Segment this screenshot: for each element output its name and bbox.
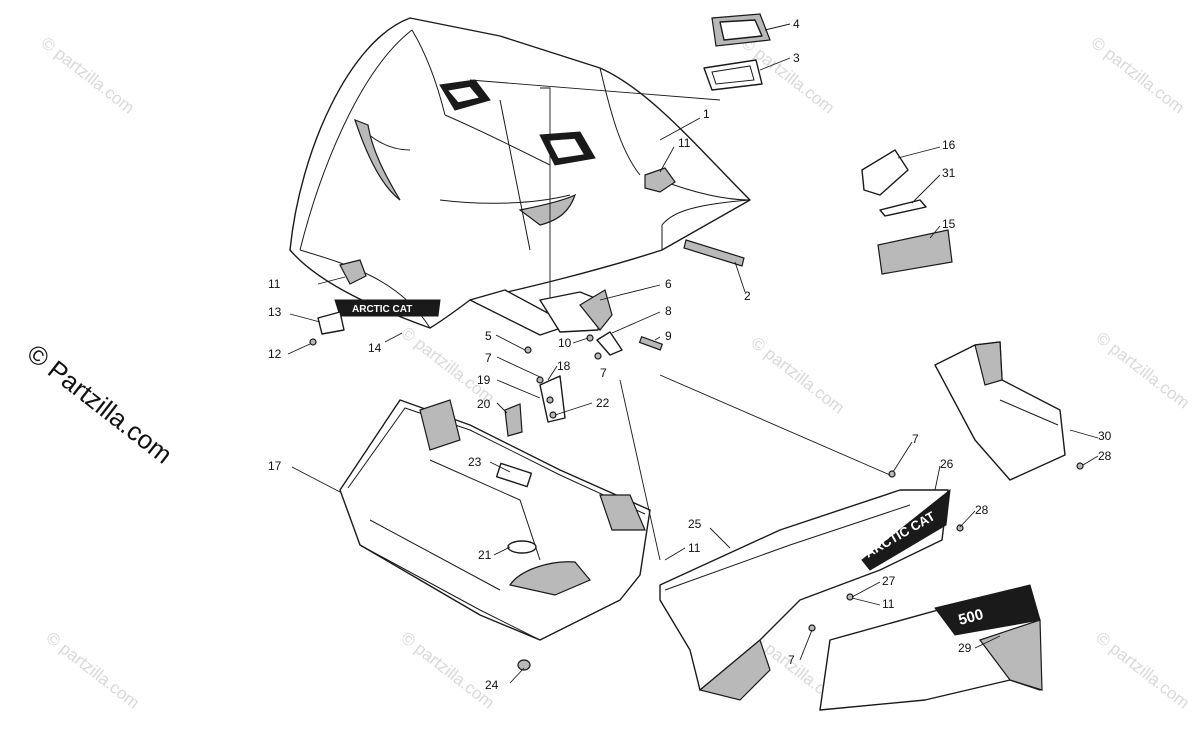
callout-30: 30: [1098, 429, 1112, 443]
vent-cover: [703, 13, 771, 91]
callout-5: 5: [485, 329, 492, 343]
side-panel: ARCTIC CAT: [659, 470, 964, 701]
callout-7a: 7: [600, 366, 607, 380]
callout-20: 20: [477, 397, 491, 411]
callout-26: 26: [940, 457, 954, 471]
watermark-4: © partzilla.com: [1088, 33, 1188, 117]
callout-28a: 28: [975, 503, 989, 517]
small-parts-right: [861, 149, 953, 275]
callout-1: 1: [703, 107, 710, 121]
watermark-9: © partzilla.com: [398, 628, 498, 712]
watermark-11: © partzilla.com: [1093, 628, 1193, 712]
callout-18: 18: [557, 359, 571, 373]
seal-strip: [683, 239, 745, 267]
small-brackets: [504, 375, 566, 437]
callout-4: 4: [793, 17, 800, 31]
model-decal-text: 500: [957, 606, 986, 629]
callout-27: 27: [882, 574, 896, 588]
callout-11b: 11: [268, 277, 281, 291]
callout-3: 3: [793, 51, 800, 65]
hood-brackets: [469, 289, 664, 360]
callout-11d: 11: [882, 597, 895, 611]
callout-23: 23: [468, 455, 482, 469]
callouts: 4 3 1 11 16 31 15 2 11 6 8 9 13 14 12 5 …: [268, 17, 1112, 692]
callout-25: 25: [688, 517, 702, 531]
hood: ARCTIC CAT: [289, 17, 751, 329]
callout-7c: 7: [912, 432, 919, 446]
watermark-6: © partzilla.com: [748, 333, 848, 417]
right-trim: [934, 341, 1084, 481]
callout-28b: 28: [1098, 449, 1112, 463]
watermark-1: © partzilla.com: [38, 33, 138, 117]
callout-19: 19: [477, 373, 491, 387]
callout-12: 12: [268, 347, 282, 361]
watermark-7: © partzilla.com: [1093, 328, 1193, 412]
watermark-8: © partzilla.com: [43, 628, 143, 712]
drain-plug: [517, 659, 531, 671]
callout-11c: 11: [688, 541, 701, 555]
callout-24: 24: [485, 678, 499, 692]
callout-29: 29: [958, 641, 972, 655]
callout-10: 10: [558, 336, 572, 350]
callout-17: 17: [268, 459, 282, 473]
callout-16: 16: [942, 138, 956, 152]
left-bracket: [309, 311, 345, 346]
callout-9: 9: [665, 329, 672, 343]
callout-2: 2: [744, 289, 751, 303]
callout-6: 6: [665, 277, 672, 291]
callout-15: 15: [942, 217, 956, 231]
callout-7b: 7: [485, 351, 492, 365]
watermark-5: © partzilla.com: [398, 323, 498, 407]
callout-14: 14: [368, 341, 382, 355]
lower-panel: 500: [808, 584, 1043, 711]
storage-tub: [339, 399, 651, 641]
callout-11a: 11: [678, 136, 691, 150]
callout-8: 8: [665, 304, 672, 318]
callout-22: 22: [596, 396, 610, 410]
callout-21: 21: [478, 548, 492, 562]
callout-31: 31: [942, 166, 956, 180]
callout-7d: 7: [788, 653, 795, 667]
callout-13: 13: [268, 305, 282, 319]
hood-decal-text: ARCTIC CAT: [352, 304, 412, 315]
